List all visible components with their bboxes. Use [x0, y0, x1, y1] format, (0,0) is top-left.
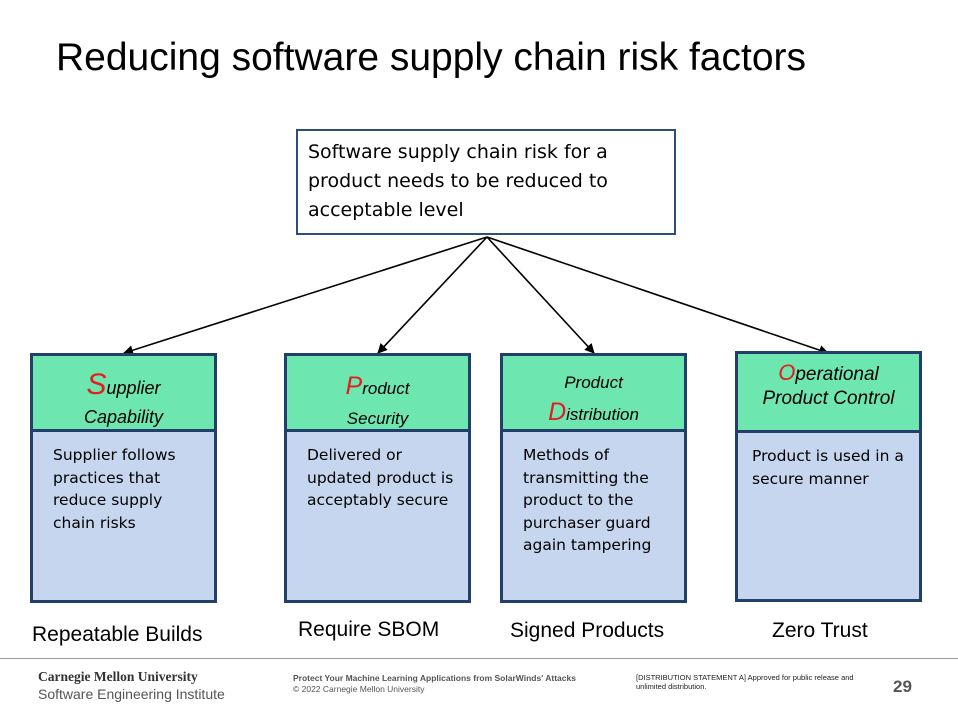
- label-zero-trust: Zero Trust: [772, 619, 868, 642]
- footer-talk-info: Protect Your Machine Learning Applicatio…: [293, 673, 576, 695]
- label-repeatable-builds: Repeatable Builds: [32, 623, 203, 646]
- accent-letter: P: [345, 372, 363, 400]
- distribution-statement: [DISTRIBUTION STATEMENT A] Approved for …: [636, 673, 854, 691]
- arrow-to-operational: [486, 236, 829, 355]
- header-text: Product: [564, 373, 623, 392]
- header-text: perational: [795, 364, 879, 385]
- header-text: Capability: [83, 407, 164, 427]
- header-text: Security: [346, 409, 409, 428]
- factor-header: Product Distribution: [503, 356, 684, 432]
- label-require-sbom: Require SBOM: [298, 618, 440, 641]
- factor-product-distribution: Product Distribution Methods of transmit…: [500, 353, 687, 603]
- accent-letter: D: [548, 398, 567, 426]
- header-text: roduct: [362, 379, 410, 398]
- factor-description: Delivered or updated product is acceptab…: [307, 446, 454, 509]
- copyright: © 2022 Carnegie Mellon University: [293, 684, 425, 694]
- factor-product-security: Product Security Delivered or updated pr…: [284, 353, 471, 603]
- header-text: upplier: [106, 378, 161, 398]
- factor-description: Methods of transmitting the product to t…: [523, 446, 652, 554]
- factor-operational-control: Operational Product Control Product is u…: [735, 351, 922, 602]
- factor-description: Product is used in a secure manner: [752, 447, 904, 488]
- accent-letter: O: [778, 360, 796, 385]
- accent-letter: S: [86, 368, 107, 401]
- footer-divider: [0, 658, 958, 659]
- arrow-to-distribution: [486, 236, 595, 354]
- header-text: istribution: [566, 405, 639, 424]
- factor-description: Supplier follows practices that reduce s…: [53, 446, 176, 532]
- institute-name: Software Engineering Institute: [38, 686, 225, 702]
- arrow-to-product-security: [377, 236, 488, 354]
- slide-title: Reducing software supply chain risk fact…: [56, 36, 807, 79]
- factor-supplier-capability: Supplier Capability Supplier follows pra…: [30, 353, 217, 603]
- factor-header: Operational Product Control: [738, 354, 919, 433]
- org-logo-text: Carnegie Mellon University: [38, 669, 198, 684]
- label-signed-products: Signed Products: [510, 619, 665, 642]
- page-number: 29: [893, 677, 912, 696]
- factor-header: Supplier Capability: [33, 356, 214, 432]
- talk-title: Protect Your Machine Learning Applicatio…: [293, 673, 576, 683]
- header-text: Product Control: [762, 388, 895, 409]
- factor-header: Product Security: [287, 356, 468, 432]
- root-risk-box: Software supply chain risk for a product…: [296, 129, 676, 235]
- arrow-to-supplier: [123, 236, 488, 356]
